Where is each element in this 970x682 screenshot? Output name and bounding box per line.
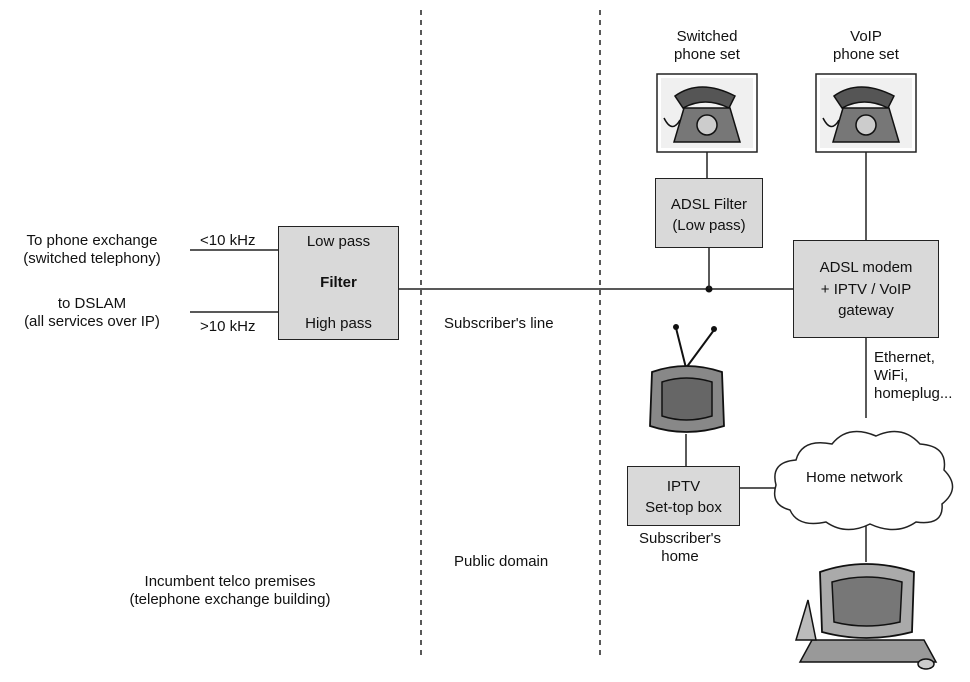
link-ethernet: Ethernet, [874, 349, 935, 366]
home-network-cloud [773, 430, 954, 531]
voip-phone-line1: VoIP [850, 28, 882, 45]
premises-label: Incumbent telco premises (telephone exch… [120, 573, 340, 609]
tv-icon [649, 324, 725, 433]
adsl-filter-line1: ADSL Filter [670, 196, 748, 213]
adsl-filter-line2: (Low pass) [672, 217, 746, 234]
phone-exchange-line2: (switched telephony) [23, 250, 161, 267]
stb-line2: Set-top box [645, 499, 722, 516]
dslam-line2: (all services over IP) [24, 313, 160, 330]
switched-phone-icon [656, 73, 758, 153]
home-link-types-label: Ethernet, WiFi, homeplug... [874, 349, 952, 403]
switched-phone-line2: phone set [674, 46, 740, 63]
subscriber-home-line2: home [661, 548, 699, 565]
filter-title: Filter [320, 274, 357, 291]
premises-line2: (telephone exchange building) [129, 591, 331, 608]
voip-phone-label: VoIP phone set [816, 28, 916, 64]
computer-icon [794, 563, 938, 670]
phone-exchange-line1: To phone exchange [26, 232, 158, 249]
subscriber-line-label: Subscriber's line [444, 315, 554, 332]
public-domain-label: Public domain [454, 553, 549, 570]
dslam-label: to DSLAM (all services over IP) [2, 295, 182, 331]
premises-line1: Incumbent telco premises [144, 573, 316, 590]
subscriber-home-line1: Subscriber's [638, 530, 722, 547]
high-frequency-label: >10 kHz [200, 318, 256, 335]
filter-box: Low pass Filter High pass [278, 226, 399, 340]
adsl-modem-line2: + IPTV / VoIP [820, 281, 912, 298]
stb-line1: IPTV [666, 478, 701, 495]
subscriber-home-label: Subscriber's home [625, 530, 735, 566]
phone-exchange-label: To phone exchange (switched telephony) [2, 232, 182, 268]
adsl-filter-box: ADSL Filter (Low pass) [655, 178, 763, 248]
switched-phone-label: Switched phone set [657, 28, 757, 64]
link-wifi: WiFi, [874, 367, 909, 384]
filter-low-pass: Low pass [306, 233, 371, 250]
low-frequency-label: <10 kHz [200, 232, 256, 249]
filter-high-pass: High pass [305, 315, 372, 332]
adsl-modem-line3: gateway [838, 302, 894, 319]
voip-phone-icon [815, 73, 917, 153]
adsl-modem-box: ADSL modem + IPTV / VoIP gateway [793, 240, 939, 338]
dslam-line1: to DSLAM [57, 295, 127, 312]
adsl-modem-line1: ADSL modem [819, 259, 913, 276]
set-top-box: IPTV Set-top box [627, 466, 740, 526]
switched-phone-line1: Switched [676, 28, 738, 45]
link-homeplug: homeplug... [874, 385, 953, 402]
voip-phone-line2: phone set [833, 46, 899, 63]
home-network-label: Home network [806, 469, 903, 486]
